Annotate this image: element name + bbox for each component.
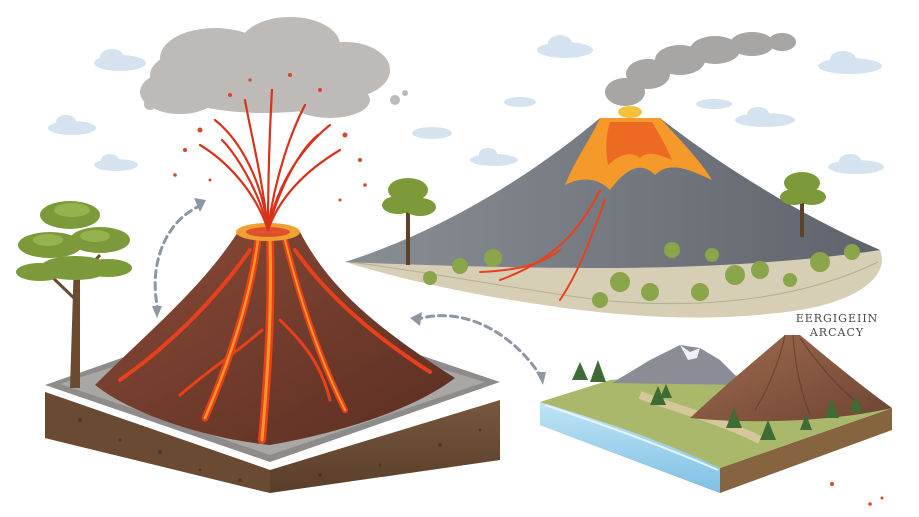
cloud-icon xyxy=(504,97,536,107)
cloud-icon xyxy=(94,154,138,171)
cloud-icon xyxy=(696,99,732,109)
tree-icon xyxy=(382,178,436,265)
cloud-icon xyxy=(94,49,146,71)
lava-fountain xyxy=(198,88,342,232)
lava-bombs xyxy=(173,73,367,202)
shrubs xyxy=(423,242,860,308)
eroded-volcano-icon xyxy=(690,335,892,422)
distant-mountains xyxy=(612,345,745,385)
cloud-icon xyxy=(818,51,882,74)
dormant-volcano-icon xyxy=(345,118,880,268)
smoke-plume xyxy=(605,32,796,106)
ash-cloud xyxy=(140,17,408,118)
cloud-icon xyxy=(735,107,795,127)
cycle-arrow-icon xyxy=(413,314,542,377)
water-body xyxy=(540,402,720,493)
eroded-volcano-block xyxy=(540,334,892,493)
tree-icon xyxy=(16,201,132,388)
stage-label: EERGIGEIIN ARCACY xyxy=(772,312,902,340)
cloud-icon xyxy=(828,154,884,174)
tree-icon xyxy=(780,172,826,237)
soil-block-front xyxy=(45,392,500,493)
cycle-arrow-icon xyxy=(153,203,204,312)
cloud-icon xyxy=(537,35,593,58)
sky-clouds xyxy=(48,35,884,174)
erupting-volcano-block xyxy=(16,17,500,493)
stage-label-line2: ARCACY xyxy=(809,326,865,339)
cloud-icon xyxy=(48,115,96,135)
cloud-icon xyxy=(470,148,518,166)
cycle-arrows xyxy=(153,203,542,377)
cloud-icon xyxy=(412,127,452,139)
dormant-volcano-block xyxy=(345,32,882,318)
stage-label-line1: EERGIGEIIN xyxy=(795,312,879,325)
conifers xyxy=(572,360,862,440)
